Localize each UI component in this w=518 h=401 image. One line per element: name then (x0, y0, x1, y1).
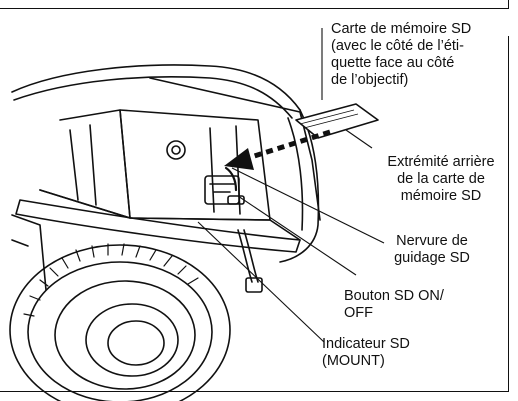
housing-right-wall (279, 109, 320, 263)
housing-top-rim (11, 64, 301, 111)
housing-right-wall-inner (287, 117, 304, 231)
leader-indicator (197, 221, 325, 343)
cavity-floor (39, 189, 301, 241)
guide-rib-shape (224, 166, 238, 192)
sd-card-shape (295, 103, 379, 139)
cavity-left-wall (39, 109, 131, 219)
leader-rear-end (345, 129, 373, 149)
label-indicator: Indicateur SD (MOUNT) (322, 336, 410, 369)
base-plate (15, 199, 301, 253)
lens-glass (85, 303, 179, 377)
label-rear-end: Extrémité arrière de la carte de mémoire… (387, 154, 495, 204)
sd-slot (204, 175, 240, 205)
housing-rim-band (149, 77, 321, 221)
lens-ring-2 (27, 261, 213, 401)
figure-frame (0, 36, 509, 392)
on-off-switch (227, 195, 245, 205)
label-sd-card: Carte de mémoire SD (avec le côté de l’é… (331, 21, 472, 88)
label-guide-rib: Nervure de guidage SD (394, 233, 470, 266)
label-on-off-button: Bouton SD ON/ OFF (344, 288, 444, 321)
lens-outer-ring (9, 244, 231, 401)
housing-rim-inner (13, 76, 293, 119)
leader-guide-rib (231, 167, 385, 244)
left-bracket (11, 214, 47, 291)
cable (237, 229, 253, 283)
screw-boss (166, 140, 186, 160)
insertion-arrowhead (224, 148, 254, 170)
lens-ring-3 (54, 280, 196, 390)
top-frame (0, 0, 509, 9)
insertion-arrow (247, 129, 331, 161)
leader-on-off (237, 195, 357, 276)
